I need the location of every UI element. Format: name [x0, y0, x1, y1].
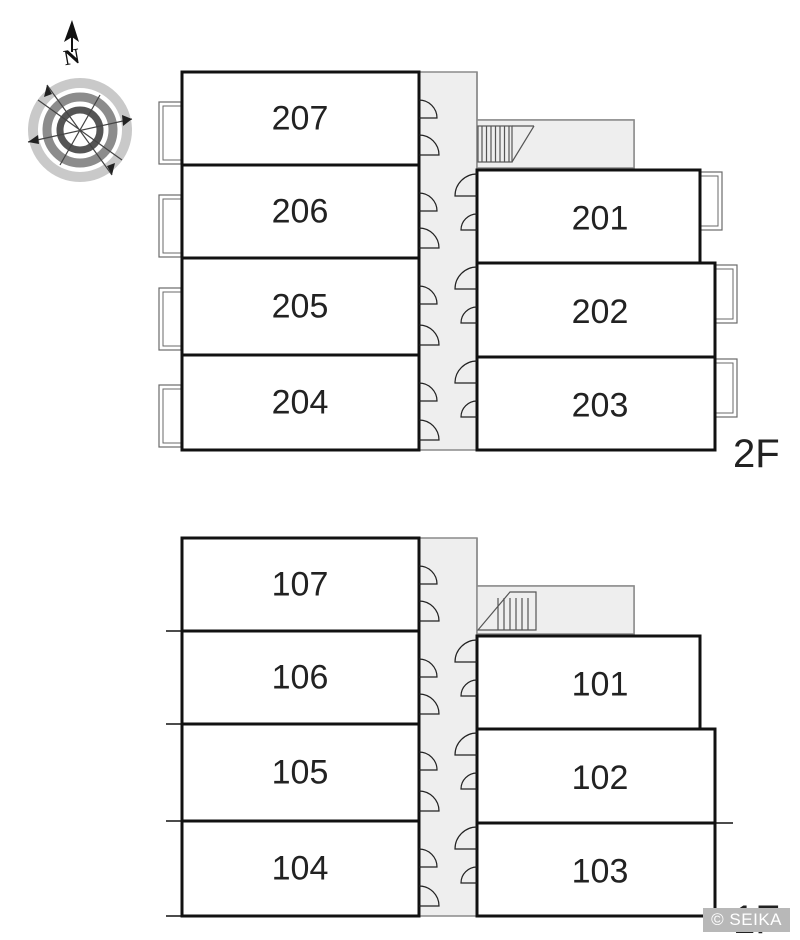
unit-104[interactable]: 104 [166, 819, 440, 918]
compass-rose-icon [27, 20, 133, 182]
unit-206[interactable]: 206 [158, 163, 440, 260]
watermark: © SEIKA [703, 908, 790, 932]
door-icon [454, 266, 478, 324]
door-icon [454, 173, 478, 231]
door-icon [454, 826, 478, 884]
door-icon [418, 382, 440, 441]
unit-205[interactable]: 205 [158, 256, 440, 357]
unit-label: 207 [272, 100, 329, 138]
balcony [158, 384, 182, 448]
unit-label: 101 [572, 666, 629, 704]
door-icon [418, 285, 440, 346]
unit-201[interactable]: 201 [454, 168, 723, 265]
stair-landing-floor [476, 72, 635, 169]
unit-204[interactable]: 204 [158, 353, 440, 452]
unit-label: 103 [572, 853, 629, 891]
balcony [158, 194, 182, 258]
door-icon [454, 639, 478, 697]
unit-106[interactable]: 106 [166, 629, 440, 726]
unit-207[interactable]: 207 [158, 70, 440, 167]
unit-label: 206 [272, 193, 329, 231]
balcony [699, 171, 723, 231]
unit-label: 204 [272, 384, 329, 422]
stairs-icon [477, 125, 535, 163]
door-icon [454, 360, 478, 418]
unit-101[interactable]: 101 [454, 634, 702, 731]
unit-202[interactable]: 202 [454, 261, 738, 359]
unit-102[interactable]: 102 [454, 727, 717, 825]
unit-label: 107 [272, 566, 329, 604]
balcony [158, 101, 182, 165]
corridor [418, 537, 478, 917]
unit-107[interactable]: 107 [166, 536, 440, 633]
floor-1F: 1071061051041011021031F [166, 536, 780, 940]
door-icon [418, 848, 440, 907]
unit-label: 102 [572, 759, 629, 797]
door-icon [418, 192, 440, 249]
door-icon [418, 751, 440, 812]
unit-label: 106 [272, 659, 329, 697]
unit-label: 201 [572, 200, 629, 238]
door-icon [418, 565, 440, 622]
unit-label: 205 [272, 288, 329, 326]
unit-label: 202 [572, 293, 629, 331]
corridor [418, 71, 478, 451]
unit-105[interactable]: 105 [166, 722, 440, 823]
unit-label: 203 [572, 387, 629, 425]
floor-2F: 207 206 205 204 201 202 203 2F [158, 70, 780, 476]
unit-103[interactable]: 103 [454, 821, 733, 918]
door-icon [418, 658, 440, 715]
unit-label: 105 [272, 754, 329, 792]
floor-label: 2F [733, 432, 780, 476]
stair-landing-floor [476, 538, 635, 635]
unit-203[interactable]: 203 [454, 355, 738, 452]
balcony [158, 287, 182, 351]
stairs-icon [476, 591, 537, 631]
balcony [714, 264, 738, 324]
unit-label: 104 [272, 850, 329, 888]
north-label: N [62, 43, 82, 70]
door-icon [418, 99, 440, 156]
balcony [714, 358, 738, 418]
door-icon [454, 732, 478, 790]
